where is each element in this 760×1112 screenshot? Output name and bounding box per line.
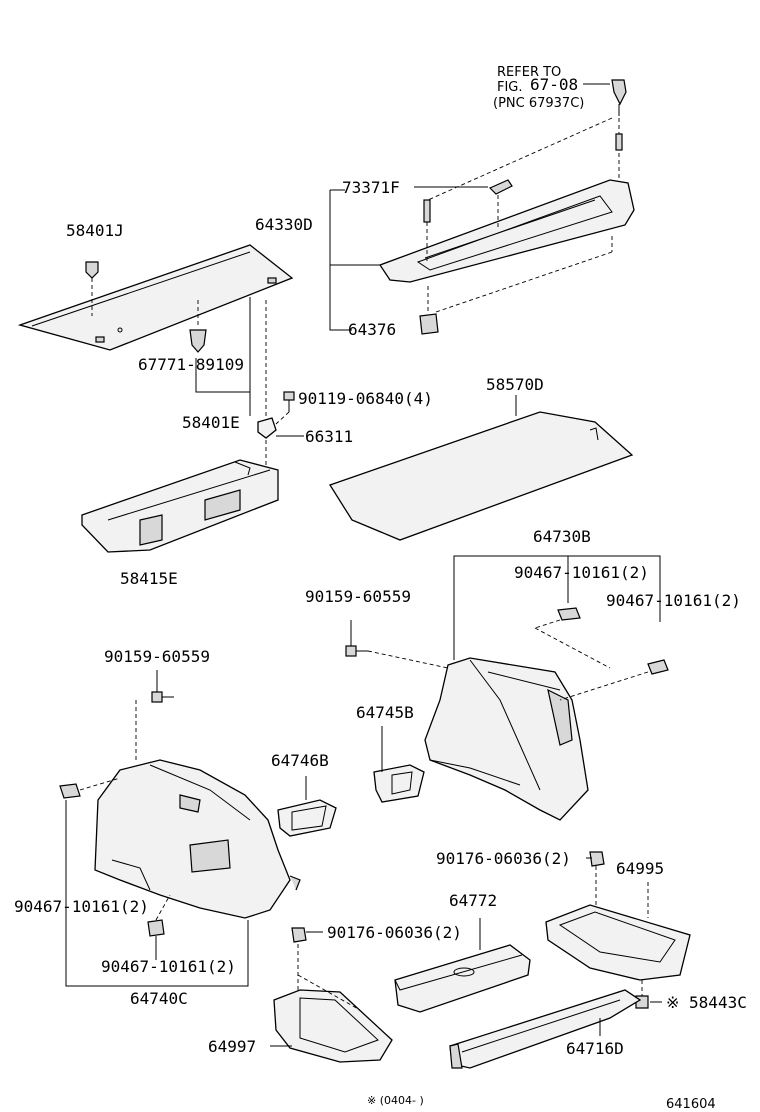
label-58415E: 58415E	[120, 569, 178, 588]
tray-64997	[270, 989, 393, 1063]
floor-mat-58570D	[329, 411, 634, 541]
duct-64746B	[277, 776, 337, 837]
label-64740C: 64740C	[130, 989, 188, 1008]
label-64376: 64376	[348, 320, 396, 339]
label-66311: 66311	[305, 427, 353, 446]
clip-90467-10161-right2	[559, 659, 669, 701]
footnote: ※ (0404- )	[367, 1094, 424, 1107]
diagram-id: 641604	[666, 1097, 716, 1112]
clip-90467-10161-left1	[59, 777, 121, 799]
clip-58401J	[85, 261, 99, 316]
bumper-64376	[419, 236, 613, 335]
label-58570D: 58570D	[486, 375, 544, 394]
clip-67771-89109	[189, 300, 207, 353]
label-90176-06036-a: 90176-06036(2)	[436, 849, 571, 868]
label-67771-89109: 67771-89109	[138, 355, 244, 374]
label-90159-60559-a: 90159-60559	[305, 587, 411, 606]
label-90467-10161-d: 90467-10161(2)	[101, 957, 236, 976]
refer-note: REFER TO FIG. 67-08 (PNC 67937C)	[493, 65, 610, 111]
label-90467-10161-c: 90467-10161(2)	[14, 897, 149, 916]
refer-pnc-text: (PNC 67937C)	[493, 96, 584, 111]
clip-67937C	[611, 79, 627, 178]
package-tray-trim-64330D	[379, 179, 635, 283]
panel-58415E	[81, 440, 279, 553]
stud-64330D	[423, 199, 431, 262]
clip-73371F	[488, 179, 513, 228]
clip-90176-06036-right	[589, 851, 649, 918]
bolt-90159-60559-left	[135, 670, 174, 762]
label-64997: 64997	[208, 1037, 256, 1056]
refer-fig-text: FIG.	[497, 80, 523, 95]
label-64730B: 64730B	[533, 527, 591, 546]
label-64716D: 64716D	[566, 1039, 624, 1058]
label-73371F: 73371F	[342, 178, 400, 197]
bracket-66311	[257, 417, 304, 439]
refer-fig-number: 67-08	[530, 75, 578, 94]
tray-64995	[545, 904, 691, 981]
scuff-plate-64716D	[449, 989, 642, 1069]
clip-90176-06036-left	[291, 927, 361, 1011]
bolt-90119-06840	[275, 391, 295, 425]
clip-90467-10161-left2	[147, 894, 171, 937]
refer-to-text: REFER TO	[497, 65, 561, 80]
label-64772: 64772	[449, 891, 497, 910]
deck-panel-58401E	[17, 244, 294, 351]
label-90467-10161-a: 90467-10161(2)	[514, 563, 649, 582]
label-64746B: 64746B	[271, 751, 329, 770]
label-64995: 64995	[616, 859, 664, 878]
label-90467-10161-b: 90467-10161(2)	[606, 591, 741, 610]
label-90159-60559-b: 90159-60559	[104, 647, 210, 666]
quarter-trim-64740C	[94, 759, 301, 919]
label-64745B: 64745B	[356, 703, 414, 722]
clip-90467-10161-right1	[534, 607, 611, 669]
label-64330D: 64330D	[255, 215, 313, 234]
label-58401E: 58401E	[182, 413, 240, 432]
cover-64772	[394, 918, 531, 1013]
duct-64745B	[373, 726, 425, 803]
label-90119-06840: 90119-06840(4)	[298, 389, 433, 408]
label-58401J: 58401J	[66, 221, 124, 240]
clip-58443C	[635, 980, 649, 1009]
label-58443C: ※ 58443C	[666, 993, 747, 1012]
label-90176-06036-b: 90176-06036(2)	[327, 923, 462, 942]
bolt-90159-60559-right	[345, 620, 449, 669]
quarter-trim-64730B	[424, 657, 589, 821]
